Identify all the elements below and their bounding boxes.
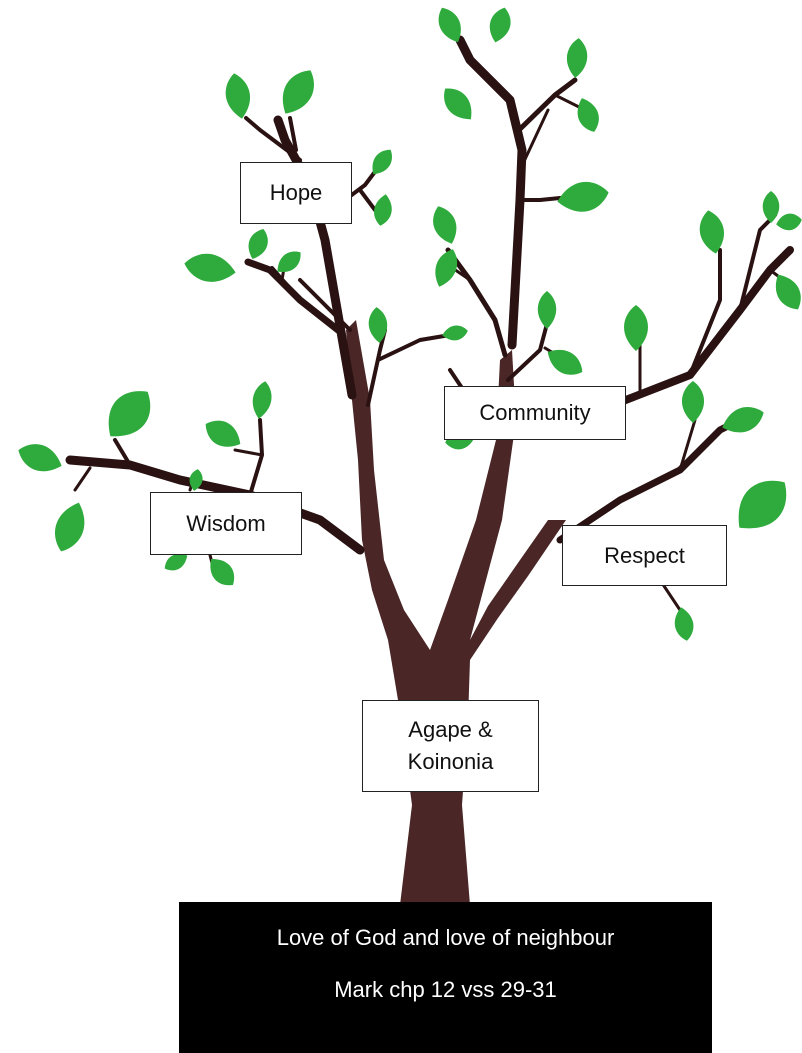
leaf bbox=[205, 420, 241, 447]
leaf bbox=[277, 251, 301, 273]
hope-label-box: Hope bbox=[240, 162, 352, 224]
leaf bbox=[189, 469, 203, 491]
leaf bbox=[54, 502, 85, 552]
leaf bbox=[374, 194, 392, 226]
community-label-box: Community bbox=[444, 386, 626, 440]
leaf bbox=[210, 558, 235, 586]
leaf bbox=[567, 38, 588, 78]
leaf bbox=[433, 206, 457, 244]
leaf bbox=[557, 181, 609, 212]
wisdom-label-box: Wisdom bbox=[150, 492, 302, 555]
leaf bbox=[108, 391, 151, 437]
wisdom-label: Wisdom bbox=[186, 510, 266, 536]
agape-label: Agape & bbox=[408, 717, 493, 743]
leaf bbox=[776, 213, 802, 231]
scripture-reference: Mark chp 12 vss 29-31 bbox=[334, 977, 557, 1002]
leaf bbox=[248, 228, 268, 260]
leaf bbox=[674, 607, 694, 641]
leaf bbox=[624, 305, 648, 351]
leaf bbox=[489, 7, 511, 43]
leaf bbox=[444, 88, 472, 120]
leaf bbox=[722, 407, 764, 433]
tree-trunk bbox=[346, 320, 566, 905]
leaf bbox=[184, 253, 236, 282]
leaf bbox=[372, 149, 392, 175]
leaf bbox=[699, 210, 724, 254]
tree-leaves bbox=[18, 7, 802, 641]
leaf bbox=[442, 325, 468, 341]
respect-label: Respect bbox=[604, 542, 685, 568]
hope-label: Hope bbox=[269, 180, 323, 206]
community-label: Community bbox=[479, 400, 591, 426]
respect-label-box: Respect bbox=[562, 525, 727, 586]
tree-branches bbox=[65, 35, 794, 612]
leaf bbox=[435, 249, 458, 287]
leaf bbox=[225, 73, 251, 119]
foundation-banner: Love of God and love of neighbour Mark c… bbox=[179, 902, 712, 1053]
leaf bbox=[738, 480, 787, 529]
leaf bbox=[775, 274, 801, 310]
leaf bbox=[577, 98, 599, 132]
foundation-text: Love of God and love of neighbour bbox=[276, 925, 615, 950]
leaf bbox=[762, 191, 780, 223]
leaf bbox=[681, 381, 705, 423]
leaf bbox=[18, 444, 62, 472]
leaf bbox=[282, 70, 314, 114]
leaf bbox=[164, 554, 188, 571]
leaf bbox=[252, 381, 272, 419]
leaf bbox=[438, 7, 461, 43]
agape-koinonia-label-box: Agape & Koinonia bbox=[362, 700, 539, 792]
koinonia-label: Koinonia bbox=[407, 749, 494, 774]
leaf bbox=[547, 349, 583, 375]
leaf bbox=[368, 307, 388, 343]
leaf bbox=[537, 291, 557, 329]
